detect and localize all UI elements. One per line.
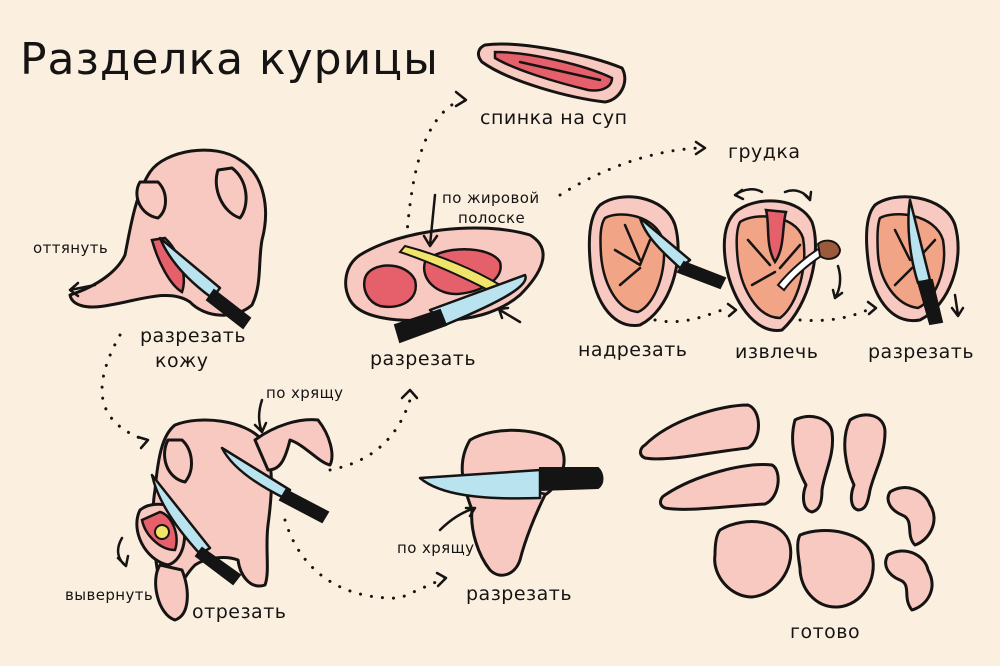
step-cut-leg: по хрящу разрезать	[397, 428, 604, 605]
knife-icon	[393, 273, 527, 344]
step-incise: надрезать	[578, 195, 727, 361]
label-along-fat-1: по жировой	[442, 189, 539, 207]
knife-icon	[907, 198, 944, 326]
knife-icon	[418, 467, 604, 500]
step-remove-leg: по хрящу вывернуть отрезать	[65, 384, 343, 623]
knife-icon	[158, 236, 252, 330]
flow-arrows	[100, 98, 874, 600]
step-back-for-soup: спинка на суп	[476, 42, 628, 129]
label-extract: извлечь	[735, 341, 818, 363]
label-ready: готово	[790, 621, 860, 643]
label-incise: надрезать	[578, 339, 687, 361]
arrow-icon	[733, 188, 764, 201]
label-cut-leg: разрезать	[466, 583, 572, 605]
label-pull: оттянуть	[33, 239, 108, 257]
knife-icon	[150, 473, 242, 586]
arrow-icon	[136, 90, 878, 588]
label-along-cartilage-top: по хрящу	[266, 384, 343, 402]
label-cut-off: отрезать	[192, 601, 286, 623]
arrow-icon	[950, 293, 965, 318]
step-extract: извлечь	[722, 188, 844, 363]
label-cut-skin-1: разрезать	[140, 325, 246, 347]
label-cut-center: разрезать	[370, 348, 476, 370]
step-cut-breast: разрезать	[865, 195, 974, 363]
arrow-icon	[422, 193, 439, 248]
step-cut-fat-strip: по жировой полоске разрезать	[344, 189, 545, 370]
label-along-cartilage-bottom: по хрящу	[397, 539, 474, 557]
label-back-soup: спинка на суп	[480, 107, 628, 129]
label-breast: грудка	[728, 141, 801, 163]
label-along-fat-2: полоске	[458, 209, 525, 227]
arrow-icon	[831, 264, 844, 300]
label-cut-breast: разрезать	[868, 341, 974, 363]
step-cut-skin: оттянуть разрезать кожу	[33, 148, 268, 372]
knife-icon	[638, 216, 727, 290]
arrow-icon	[253, 398, 268, 434]
arrow-icon	[68, 281, 97, 298]
arrow-icon	[438, 506, 477, 532]
arrow-icon	[783, 189, 813, 202]
ready-pieces: готово	[639, 403, 936, 643]
bone-icon	[776, 239, 842, 292]
arrow-icon	[497, 306, 522, 324]
chicken-leg-icon	[460, 428, 566, 577]
knife-icon	[220, 446, 330, 524]
label-turn-out: вывернуть	[65, 586, 153, 604]
arrow-icon	[116, 536, 130, 568]
label-cut-skin-2: кожу	[155, 350, 208, 372]
page-title: Разделка курицы	[20, 34, 439, 85]
